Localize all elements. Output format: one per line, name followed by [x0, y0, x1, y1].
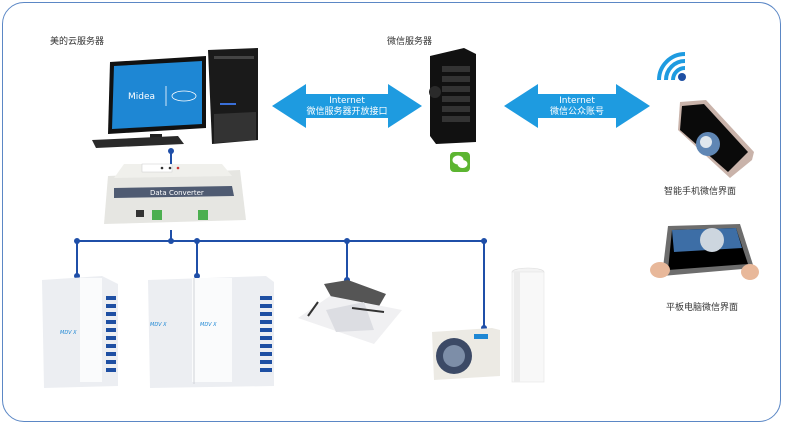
- arrow-1-line2: 微信服务器开放接口: [306, 107, 388, 117]
- vrf-outdoor-unit-1: MDV X: [42, 276, 118, 388]
- bus-node: [168, 148, 174, 154]
- bus-drop-split: [483, 240, 485, 328]
- cassette-indoor-unit: [298, 280, 402, 344]
- monitor-icon: Midea: [108, 56, 206, 142]
- arrow-1-line1: Internet: [329, 96, 365, 106]
- tablet-device: [650, 224, 759, 280]
- converter-label: Data Converter: [150, 189, 204, 197]
- split-outdoor-unit: [432, 328, 500, 380]
- bus-node: [344, 277, 350, 283]
- tablet-label: 平板电脑微信界面: [666, 303, 739, 313]
- monitor-brand: Midea: [128, 92, 155, 102]
- wifi-icon: [657, 52, 686, 81]
- arrow-1-text: Internet 微信服务器开放接口: [272, 96, 422, 118]
- arrow-wechat-phone: [504, 84, 650, 128]
- bus-drop-cassette: [346, 240, 348, 280]
- wechat-server-label: 微信服务器: [387, 37, 433, 47]
- smartphone-label: 智能手机微信界面: [664, 187, 737, 197]
- wechat-logo-icon: [450, 152, 470, 172]
- bus-cloud-to-converter: [170, 150, 172, 164]
- bus-drop-vrf2: [196, 240, 198, 276]
- data-converter: Data Converter: [104, 163, 246, 224]
- bus-main-line: [76, 240, 487, 242]
- arrow-2-text: Internet 微信公众账号: [504, 96, 650, 118]
- smartphone-device: [678, 100, 754, 178]
- bus-node: [168, 238, 174, 244]
- wechat-server-tower: [429, 48, 476, 144]
- arrow-2-line1: Internet: [559, 96, 595, 106]
- bus-node: [481, 325, 487, 331]
- bus-node: [74, 273, 80, 279]
- bus-node: [194, 273, 200, 279]
- vrf2-logo-a: MDV X: [150, 322, 167, 328]
- vrf-outdoor-unit-2: MDV X MDV X: [148, 276, 274, 388]
- tower-icon: [208, 48, 258, 144]
- bus-converter-drop: [170, 230, 172, 242]
- cloud-server-label: 美的云服务器: [50, 37, 105, 47]
- cloud-server-computer: Midea: [92, 48, 258, 148]
- keyboard-icon: [92, 136, 184, 148]
- arrow-2-line2: 微信公众账号: [549, 107, 604, 117]
- water-heater: [511, 267, 545, 383]
- vrf2-logo-b: MDV X: [200, 322, 217, 328]
- vrf1-logo: MDV X: [60, 330, 77, 336]
- bus-drop-vrf1: [76, 240, 78, 276]
- arrow-cloud-wechat: [272, 84, 422, 128]
